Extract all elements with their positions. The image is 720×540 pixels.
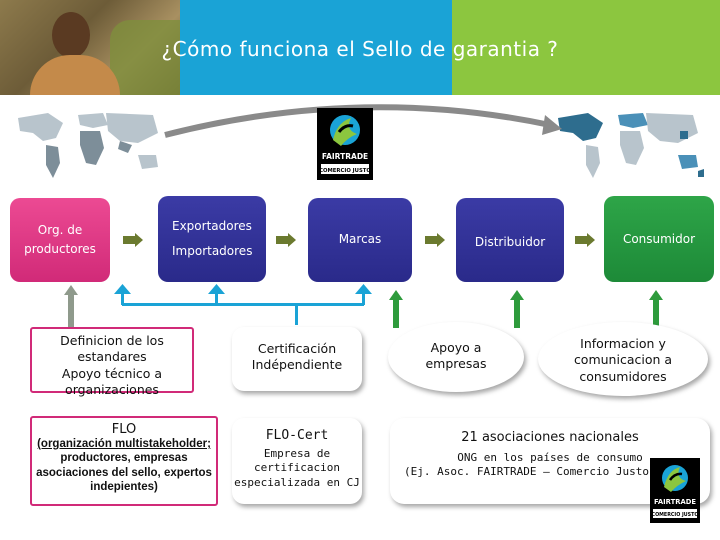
up-arrow-productores (64, 285, 78, 330)
header-banner: ¿Cómo funciona el Sello de garantia ? (0, 0, 720, 95)
flow-arc-arrow (164, 104, 562, 138)
svg-text:FAIRTRADE: FAIRTRADE (654, 498, 696, 506)
cert-role-card: Certificación Indépendiente (232, 327, 362, 391)
chain-arrow-1 (123, 233, 143, 247)
world-map-producers (18, 113, 158, 178)
up-arrow-distribuidor (389, 290, 403, 328)
chain-box-consumidor: Consumidor (604, 196, 714, 282)
cert-link-mid (215, 290, 218, 305)
up-arrow-marcas (510, 290, 524, 328)
chain-arrow-4 (575, 233, 595, 247)
page-title: ¿Cómo funciona el Sello de garantia ? (161, 37, 559, 61)
cert-link-tip-mid (208, 284, 225, 294)
logo-text-fairtrade: FAIRTRADE (322, 152, 368, 161)
logo-text-comercio: COMERCIO JUSTO (319, 168, 371, 174)
cert-link-down (295, 303, 298, 325)
flo-org-card: FLO (organización multistakeholder; prod… (30, 416, 218, 506)
chain-arrow-3 (425, 233, 445, 247)
cert-link-tip-left (114, 284, 131, 294)
support-role-card: Apoyo a empresas (388, 322, 524, 392)
chain-box-exportadores: Exportadores Importadores (158, 196, 266, 282)
up-arrow-consumidor (649, 290, 663, 328)
tea-picker-photo (0, 0, 180, 95)
cert-link-right (362, 290, 365, 305)
fairtrade-logo-small: FAIRTRADE COMERCIO JUSTO (650, 458, 700, 523)
chain-box-productores: Org. de productores (10, 198, 110, 282)
chain-box-marcas: Marcas (308, 198, 412, 282)
world-map-consumers (558, 113, 704, 178)
info-role-card: Informacion y comunicacion a consumidore… (538, 322, 708, 396)
cert-link-left (121, 290, 124, 305)
flo-role-card: Definicion de los estandares Apoyo técni… (30, 327, 194, 397)
chain-box-distribuidor: Distribuidor (456, 198, 564, 282)
cert-link-tip-right (355, 284, 372, 294)
fairtrade-logo: FAIRTRADE COMERCIO JUSTO (317, 108, 373, 180)
chain-arrow-2 (276, 233, 296, 247)
svg-text:COMERCIO JUSTO: COMERCIO JUSTO (652, 512, 699, 518)
cert-link-line (122, 303, 364, 306)
flocert-org-card: FLO-Cert Empresa de certificacion especi… (232, 418, 362, 504)
header-green-band (452, 0, 720, 95)
